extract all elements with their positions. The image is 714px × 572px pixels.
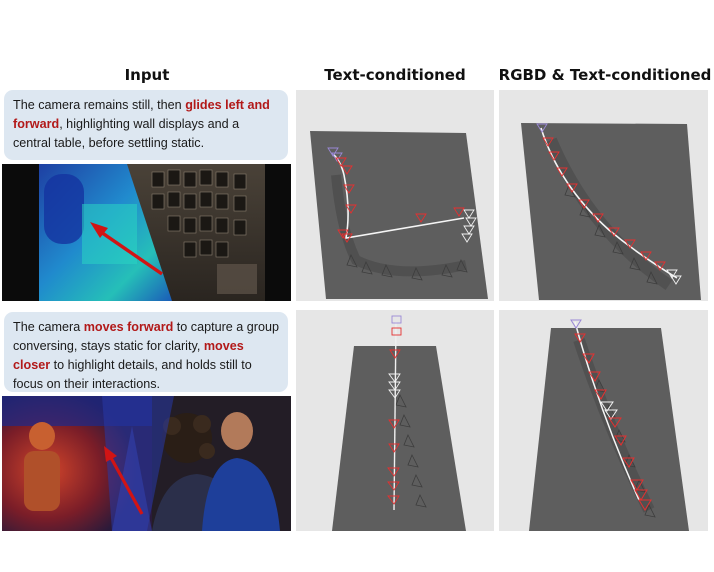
prompt-2-text: The camera: [13, 320, 84, 334]
group-scene-image: [2, 396, 291, 531]
prompt-2-text-mid: to capture a group conversing, stays sta…: [13, 320, 280, 353]
text-conditioned-column-header: Text-conditioned: [324, 66, 466, 84]
input-frame-2: [2, 396, 291, 531]
prompt-1-text-end: , highlighting wall displays and a centr…: [13, 117, 240, 150]
prompt-1-text: The camera remains still, then: [13, 98, 186, 112]
prompt-2-highlight-2: moves closer: [13, 339, 244, 372]
trajectory-plot-rgbd-1: [521, 123, 701, 300]
prompt-box-1: The camera remains still, then glides le…: [4, 90, 288, 160]
prompt-1-highlight: glides left and forward: [13, 98, 270, 131]
rgbd-text-conditioned-trajectory-1: [499, 90, 708, 301]
prompt-2-highlight-1: moves forward: [83, 320, 174, 334]
text-conditioned-trajectory-1: [296, 90, 494, 301]
prompt-2-text-end: to highlight details, and holds still to…: [13, 358, 252, 391]
rgbd-text-conditioned-trajectory-2: [499, 310, 708, 531]
trajectory-plot-text-2: [332, 315, 466, 531]
input-frame-1: [2, 164, 291, 301]
rgbd-text-conditioned-column-header: RGBD & Text-conditioned: [498, 66, 712, 84]
text-conditioned-trajectory-2: [296, 310, 494, 531]
trajectory-plot-rgbd-2: [529, 319, 689, 531]
museum-scene-image: [39, 164, 265, 301]
prompt-box-2: The camera moves forward to capture a gr…: [4, 312, 288, 392]
input-column-header: Input: [124, 66, 170, 84]
trajectory-plot-text-1: [310, 131, 488, 299]
